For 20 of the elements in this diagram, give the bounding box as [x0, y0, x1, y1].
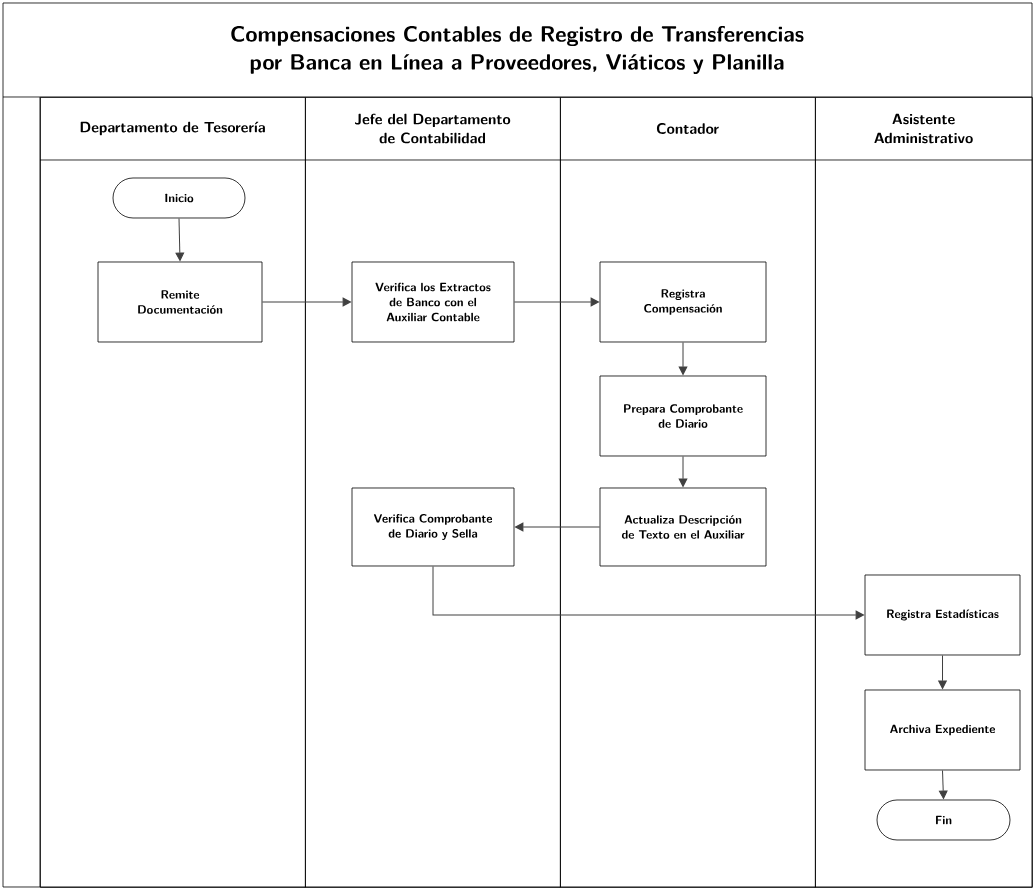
- arrow: [678, 455, 688, 487]
- process-box: Verifica Comprobante de Diario y Sella: [351, 487, 515, 567]
- arrow: [175, 217, 185, 261]
- title: Compensaciones Contables de Registro de Transferencias por Banca en Línea a Proveedores, Viáticos y Planilla: [231, 25, 804, 74]
- arrow: [513, 297, 599, 307]
- terminal: Inicio: [112, 177, 246, 219]
- process-box: Registra Compensación: [599, 261, 767, 343]
- process-box: Prepara Comprobante de Diario: [599, 375, 767, 457]
- arrow: [261, 297, 351, 307]
- process-box: Registra Estadísticas: [864, 574, 1021, 656]
- terminal: Fin: [876, 799, 1011, 841]
- process-box: Archiva Expediente: [864, 689, 1021, 771]
- process-box: Actualiza Descripción de Texto en el Auxiliar: [599, 487, 767, 567]
- process-box: Remite Documentación: [97, 261, 263, 343]
- arrow: [938, 769, 948, 799]
- arrow: [938, 654, 947, 689]
- process-box: Verifica los Extractos de Banco con el Auxiliar Contable: [351, 261, 515, 343]
- arrow: [515, 522, 601, 532]
- arrow: [432, 565, 864, 620]
- arrow: [678, 341, 688, 375]
